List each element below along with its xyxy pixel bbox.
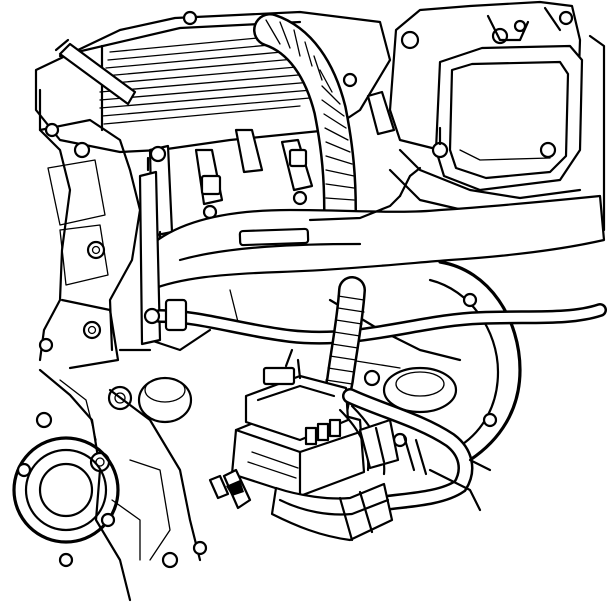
oil-cap [137, 376, 193, 424]
timing-cover [38, 88, 208, 602]
coil-terminals [304, 418, 342, 446]
oil-filter [12, 411, 120, 568]
wiring-harness-connector [270, 388, 474, 542]
corrugated-conduit-upper [253, 13, 357, 227]
lower-right-bracket [428, 458, 492, 512]
flywheel-housing [328, 260, 522, 462]
fuel-line [143, 298, 607, 345]
intake-manifold [118, 166, 606, 352]
valve-cover-right [388, 0, 606, 232]
cooling-fins [99, 33, 313, 125]
ignition-coil-module [208, 348, 366, 510]
dipstick-tube [138, 156, 162, 346]
